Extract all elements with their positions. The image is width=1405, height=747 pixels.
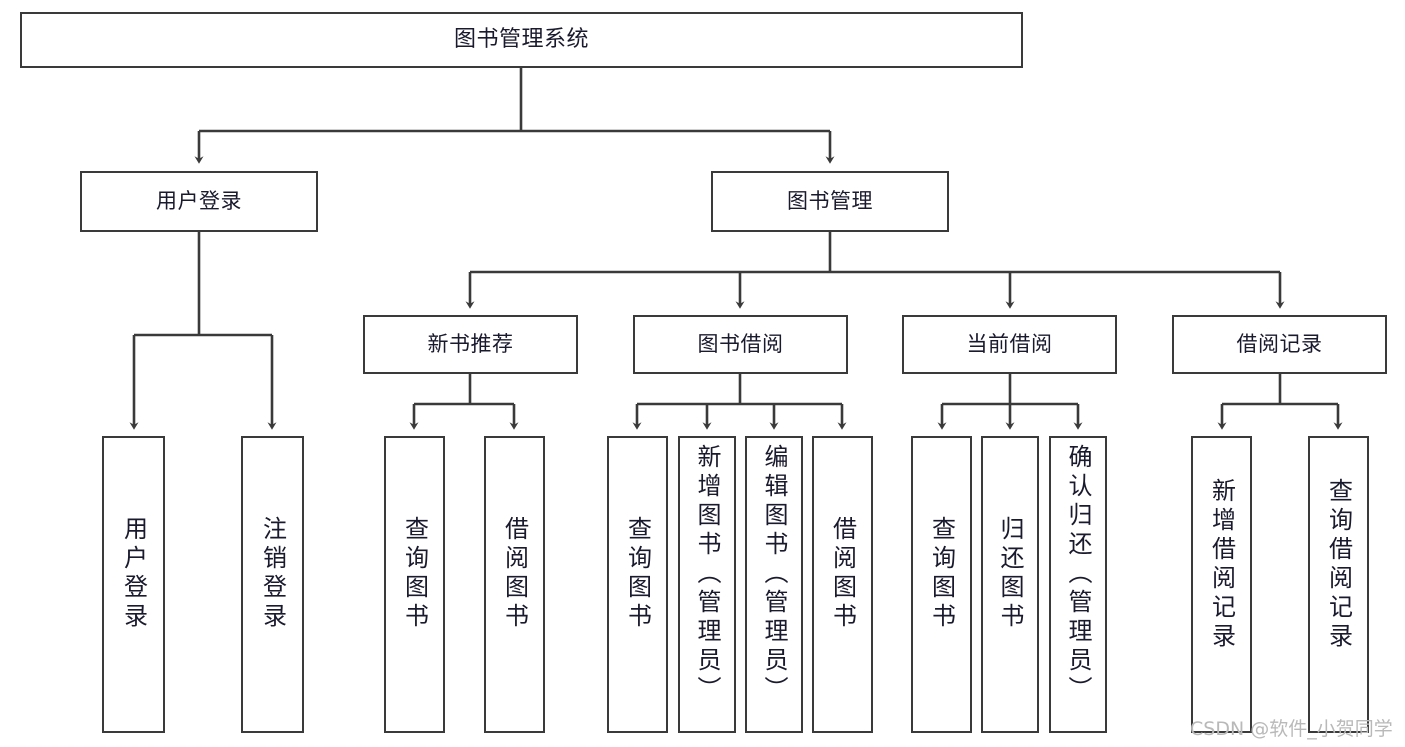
node-label: 查询图书 <box>927 516 956 632</box>
node-label: 新书推荐 <box>427 332 514 357</box>
leaf-confirm-return-admin[interactable]: 确认归还（管理员） <box>1049 436 1107 733</box>
node-label: 查询借阅记录 <box>1324 478 1353 652</box>
node-label: 用户登录 <box>119 516 148 632</box>
leaf-edit-book-admin[interactable]: 编辑图书（管理员） <box>745 436 803 733</box>
node-label: 新增图书（管理员） <box>693 444 721 705</box>
node-label: 借阅图书 <box>828 516 857 632</box>
node-borrow-record[interactable]: 借阅记录 <box>1172 315 1387 374</box>
leaf-logout[interactable]: 注销登录 <box>241 436 304 733</box>
csdn-watermark: CSDN @软件_小贺同学 <box>1190 718 1393 740</box>
node-new-book-recommend[interactable]: 新书推荐 <box>363 315 578 374</box>
leaf-query-borrow-record[interactable]: 查询借阅记录 <box>1308 436 1369 733</box>
leaf-new-book-borrow[interactable]: 借阅图书 <box>484 436 545 733</box>
node-label: 注销登录 <box>258 516 287 632</box>
leaf-add-borrow-record[interactable]: 新增借阅记录 <box>1191 436 1252 733</box>
node-label: 编辑图书（管理员） <box>760 444 788 705</box>
leaf-return-book[interactable]: 归还图书 <box>981 436 1039 733</box>
leaf-new-book-query[interactable]: 查询图书 <box>384 436 445 733</box>
leaf-user-login[interactable]: 用户登录 <box>102 436 165 733</box>
node-user-login[interactable]: 用户登录 <box>80 171 318 232</box>
leaf-current-query-book[interactable]: 查询图书 <box>911 436 972 733</box>
node-label: 查询图书 <box>623 516 652 632</box>
node-book-management[interactable]: 图书管理 <box>711 171 949 232</box>
node-label: 归还图书 <box>996 516 1024 632</box>
node-label: 图书借阅 <box>697 332 784 357</box>
node-label: 用户登录 <box>156 189 242 214</box>
node-label: 查询图书 <box>400 516 429 632</box>
node-label: 新增借阅记录 <box>1207 478 1236 652</box>
node-label: 借阅图书 <box>500 516 529 632</box>
node-label: 确认归还（管理员） <box>1064 444 1092 705</box>
leaf-add-book-admin[interactable]: 新增图书（管理员） <box>678 436 736 733</box>
node-current-borrow[interactable]: 当前借阅 <box>902 315 1117 374</box>
node-root-system[interactable]: 图书管理系统 <box>20 12 1023 68</box>
leaf-borrow-book[interactable]: 借阅图书 <box>812 436 873 733</box>
node-book-borrow[interactable]: 图书借阅 <box>633 315 848 374</box>
node-label: 图书管理 <box>787 189 873 214</box>
node-label: 借阅记录 <box>1236 332 1323 357</box>
leaf-borrow-query-book[interactable]: 查询图书 <box>607 436 668 733</box>
node-label: 图书管理系统 <box>453 27 589 53</box>
node-label: 当前借阅 <box>966 332 1053 357</box>
